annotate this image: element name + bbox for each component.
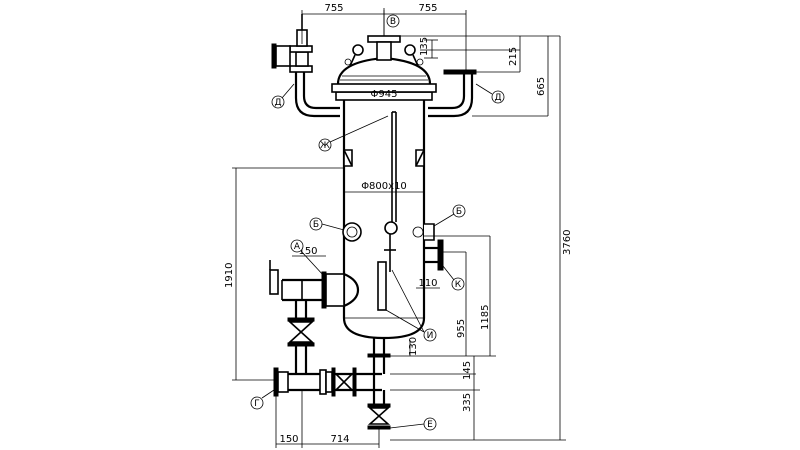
dim-top-right: 755 [418, 3, 437, 14]
dimension-lines [232, 8, 566, 448]
dim-bottom-335: 335 [462, 393, 473, 412]
bottom-header [273, 338, 391, 397]
support-brackets [343, 149, 425, 167]
callout-i: И [427, 331, 434, 341]
dimension-texts: 755 755 135 215 665 3760 Φ945 Φ800x10 19… [224, 3, 573, 445]
dim-bottom-150: 150 [279, 434, 298, 445]
dim-inlet-offset: 150 [298, 246, 317, 257]
callout-d-right: Д [494, 93, 501, 103]
sight-glass-left [342, 222, 362, 242]
dim-shell-diameter: Φ800x10 [361, 181, 407, 192]
callout-a: А [294, 242, 301, 252]
right-outlet-pipe [428, 69, 477, 118]
dim-top-flange: 135 [419, 37, 430, 56]
right-nozzle [424, 239, 444, 271]
dim-lid-diameter: Φ945 [371, 89, 398, 100]
bottom-drain [367, 390, 391, 440]
vessel-shell [331, 44, 437, 340]
dim-overall-height: 3760 [562, 230, 573, 255]
callout-v: В [390, 17, 396, 27]
callout-b-right: Б [456, 207, 462, 217]
callouts: В Д Д Ж Б Б А К И Г [250, 14, 505, 431]
dim-right-drop: 215 [508, 47, 519, 66]
callout-b-left: Б [313, 220, 319, 230]
dim-bottom-flange: 130 [408, 337, 419, 356]
dim-top-left: 755 [324, 3, 343, 14]
drain-branch [287, 300, 315, 374]
dim-right-1185: 1185 [480, 305, 491, 330]
dim-bottom-145: 145 [462, 361, 473, 380]
callout-d-left: Д [274, 98, 281, 108]
level-gauge [377, 111, 398, 311]
callout-g: Г [254, 399, 260, 409]
inlet-nozzle [269, 260, 360, 309]
dim-right-total: 665 [536, 77, 547, 96]
left-outlet-pipe [271, 14, 340, 118]
dim-bottom-714: 714 [330, 434, 349, 445]
dim-right-side-offset: 110 [418, 278, 437, 289]
callout-e: Е [427, 420, 433, 430]
callout-zh: Ж [320, 141, 330, 151]
callout-k: К [455, 280, 462, 290]
dim-left-height: 1910 [224, 263, 235, 288]
dim-right-955: 955 [456, 319, 467, 338]
